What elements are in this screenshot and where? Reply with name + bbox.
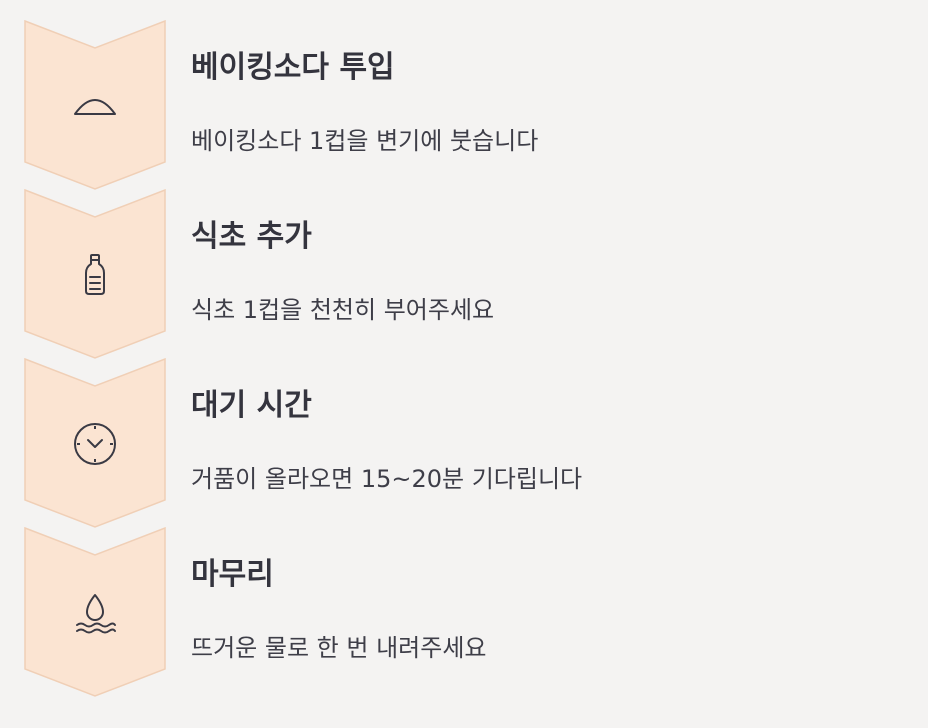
step-2-description: 식초 1컵을 천천히 부어주세요: [191, 296, 495, 324]
step-2-chevron: [24, 189, 166, 359]
mound-icon: [71, 82, 119, 130]
step-4: 마무리 뜨거운 물로 한 번 내려주세요: [24, 527, 904, 697]
step-4-title: 마무리: [191, 557, 274, 592]
step-1: 베이킹소다 투입 베이킹소다 1컵을 변기에 붓습니다: [24, 20, 904, 190]
step-4-chevron: [24, 527, 166, 697]
water-drop-icon: [71, 589, 119, 637]
step-2-title: 식초 추가: [191, 219, 312, 254]
step-1-chevron: [24, 20, 166, 190]
step-1-description: 베이킹소다 1컵을 변기에 붓습니다: [191, 127, 539, 155]
step-1-title: 베이킹소다 투입: [191, 50, 395, 85]
step-4-description: 뜨거운 물로 한 번 내려주세요: [191, 634, 487, 662]
bottle-icon: [71, 251, 119, 299]
step-3-description: 거품이 올라오면 15~20분 기다립니다: [191, 465, 583, 493]
clock-icon: [71, 420, 119, 468]
step-2: 식초 추가 식초 1컵을 천천히 부어주세요: [24, 189, 904, 359]
step-3-title: 대기 시간: [191, 388, 312, 423]
step-3-chevron: [24, 358, 166, 528]
step-3: 대기 시간 거품이 올라오면 15~20분 기다립니다: [24, 358, 904, 528]
